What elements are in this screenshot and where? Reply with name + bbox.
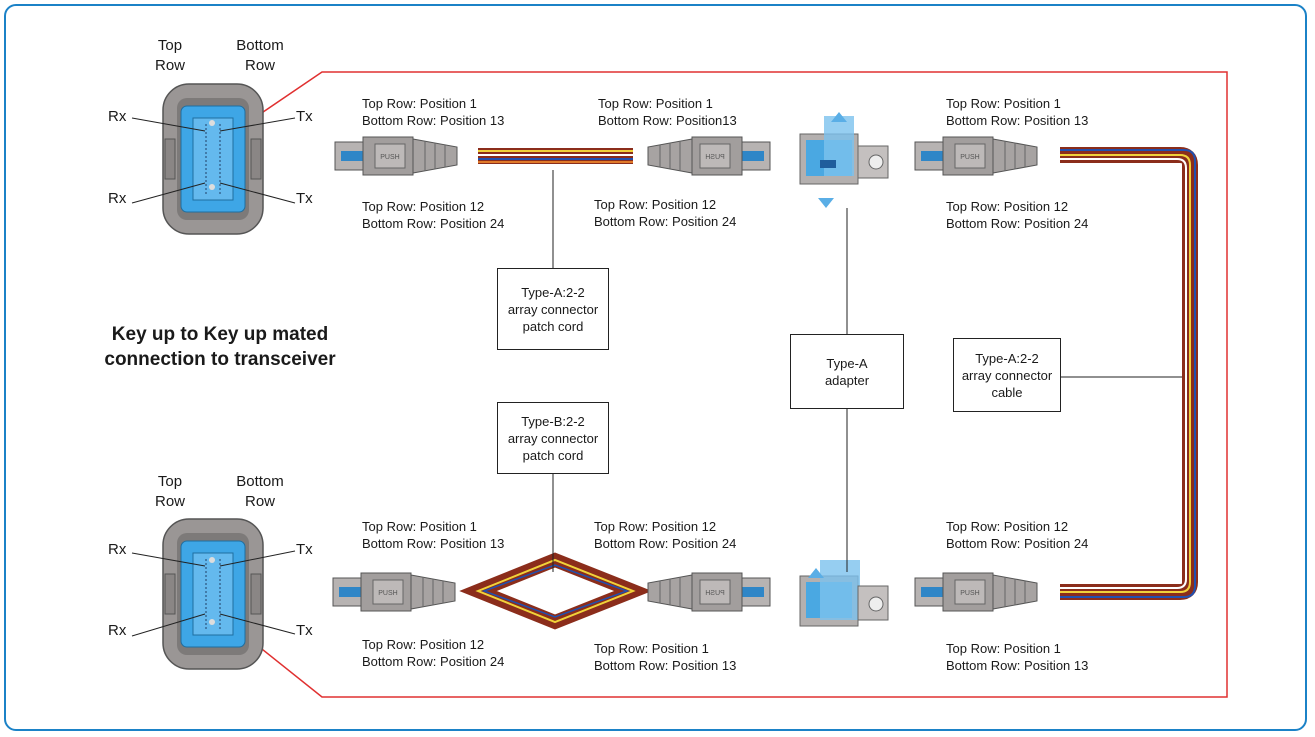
rx-label: Rx [108,108,127,125]
mpo-connector-icon [332,572,456,612]
diagram-title: Key up to Key up mated connection to tra… [104,324,336,370]
position-label: Top Row: Position 12 Bottom Row: Positio… [362,199,505,231]
position-label: Top Row: Position 1 Bottom Row: Position… [594,641,737,673]
type-a-adapter-icon [799,112,889,208]
position-label: Top Row: Position 1 Bottom Row: Position… [946,96,1089,128]
tx-label: Tx [296,541,313,558]
position-label: Top Row: Position 12 Bottom Row: Positio… [946,199,1089,231]
diagram-frame [4,4,1307,731]
position-label: Top Row: Position 1 Bottom Row: Position… [946,641,1089,673]
position-label: Top Row: Position 12 Bottom Row: Positio… [946,519,1089,551]
mpo-connector-icon [334,136,458,176]
tx-label: Tx [296,622,313,639]
top-row-header: Top Row [154,473,185,510]
type-a-adapter-box: Type-A adapter [790,334,904,409]
ribbon-fiber-icon [1060,147,1198,600]
tx-label: Tx [296,190,313,207]
ribbon-fiber-icon [459,552,652,630]
ribbon-fiber-icon [478,148,633,164]
position-label: Top Row: Position 12 Bottom Row: Positio… [362,637,505,669]
bottom-row-header: Bottom Row [236,473,284,510]
position-label: Top Row: Position 1 Bottom Row: Position… [362,519,505,551]
rx-label: Rx [108,190,127,207]
type-b-patch-cord-box: Type-B:2-2 array connector patch cord [497,402,609,474]
position-label: Top Row: Position 1 Bottom Row: Position… [362,96,505,128]
mpo-connector-icon [914,136,1038,176]
position-label: Top Row: Position 12 Bottom Row: Positio… [594,197,737,229]
position-label: Top Row: Position 1 Bottom Row: Position… [598,96,737,128]
rx-label: Rx [108,622,127,639]
mpo-transceiver-port-icon [162,518,264,670]
type-a-cable-box: Type-A:2-2 array connector cable [953,338,1061,412]
mpo-connector-icon [647,136,771,176]
tx-label: Tx [296,108,313,125]
bottom-row-header: Bottom Row [236,37,284,74]
mpo-transceiver-port-icon [162,83,264,235]
position-label: Top Row: Position 12 Bottom Row: Positio… [594,519,737,551]
type-a-adapter-icon [799,560,889,627]
top-row-header: Top Row [154,37,185,74]
mpo-connector-icon [647,572,771,612]
rx-label: Rx [108,541,127,558]
mpo-connector-icon [914,572,1038,612]
type-a-patch-cord-box: Type-A:2-2 array connector patch cord [497,268,609,350]
